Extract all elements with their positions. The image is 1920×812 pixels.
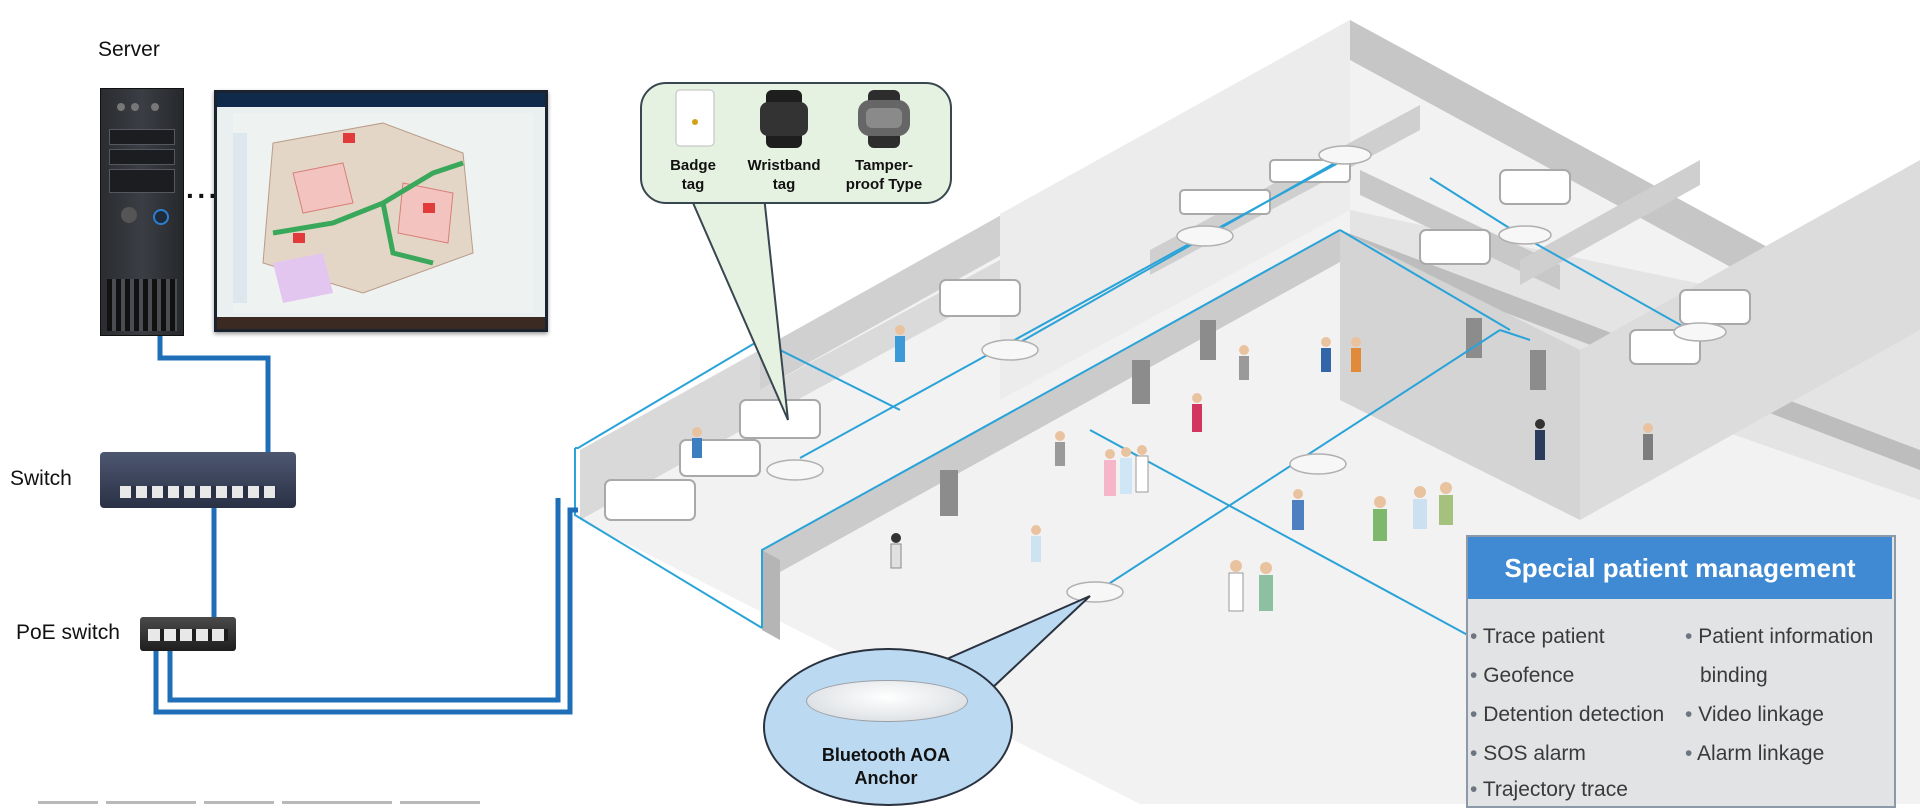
feature-panel-title: Special patient management <box>1468 537 1892 599</box>
server-tower <box>100 88 184 336</box>
tamper-proof-tag-icon <box>858 90 910 148</box>
anchor-label: Bluetooth AOA Anchor <box>821 745 951 788</box>
feature-item: SOS alarm <box>1470 742 1586 766</box>
poe-switch <box>140 617 236 651</box>
switch-label: Switch <box>10 467 72 490</box>
badge-tag-icon <box>675 89 715 147</box>
connection-ellipsis: ··· <box>186 180 220 211</box>
floor-map-thumbnail <box>233 113 533 313</box>
feature-item-continuation: binding <box>1700 664 1768 687</box>
anchor-callout <box>763 648 1013 806</box>
aoa-anchor-device-icon <box>806 680 968 722</box>
feature-item: Trajectory trace <box>1470 778 1628 802</box>
footnote-text-blur <box>38 794 598 805</box>
server-label: Server <box>98 38 160 61</box>
network-switch <box>100 452 296 508</box>
feature-item: Trace patient <box>1470 625 1605 649</box>
feature-item: Detention detection <box>1470 703 1664 727</box>
tag-types-callout: Badge tag Wristband tag Tamper- proof Ty… <box>640 82 952 204</box>
wristband-tag-label: Wristband tag <box>747 157 821 193</box>
feature-item: Patient information <box>1685 625 1873 649</box>
monitoring-screen <box>214 90 548 332</box>
wristband-tag-icon <box>760 90 808 148</box>
badge-tag-label: Badge tag <box>670 157 716 193</box>
tamper-proof-tag-label: Tamper- proof Type <box>845 157 923 193</box>
feature-item: Video linkage <box>1685 703 1824 727</box>
feature-item: Geofence <box>1470 664 1574 688</box>
poe-switch-label: PoE switch <box>16 621 120 644</box>
feature-item: Alarm linkage <box>1685 742 1824 766</box>
